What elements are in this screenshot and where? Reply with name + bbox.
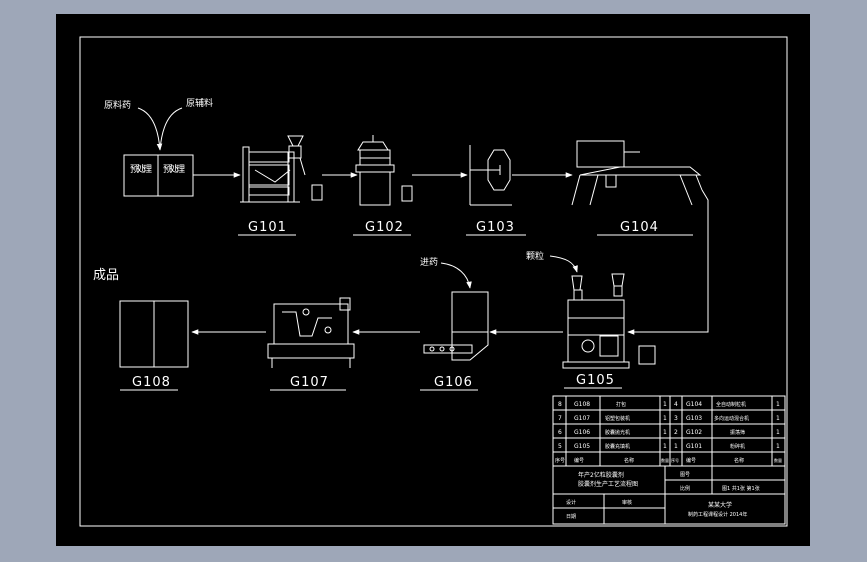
tb-right-name: 粉碎机 xyxy=(730,443,745,450)
tb-right-header-no: 序号 xyxy=(671,457,679,463)
tb-left-qty: 1 xyxy=(663,415,667,422)
g102-cart xyxy=(401,185,413,202)
tb-right-qty: 1 xyxy=(776,429,780,436)
granules-feed-arrow xyxy=(549,255,578,273)
tb-left-code: G106 xyxy=(574,429,590,436)
project-title-line1: 年产2亿粒胶囊剂 xyxy=(578,471,624,479)
tb-left-qty: 1 xyxy=(663,401,667,408)
tb-right-code: G103 xyxy=(686,415,702,422)
tb-right-code: G101 xyxy=(686,443,702,450)
g105-capsule-filler xyxy=(562,273,656,369)
feed-drug-arrow xyxy=(440,262,472,289)
tb-left-name: 铝塑包装机 xyxy=(605,415,630,422)
tb-left-header-name: 名称 xyxy=(624,457,634,464)
tb-left-name: 胶囊抛光机 xyxy=(605,429,630,436)
g107-label: G107 xyxy=(290,375,329,390)
school-line1: 某某大学 xyxy=(708,501,732,509)
g101-cart xyxy=(311,184,323,201)
raw-excipient-label: 原辅料 xyxy=(186,97,213,109)
tb-right-code: G104 xyxy=(686,401,702,408)
tb-right-no: 4 xyxy=(674,401,678,408)
scale-value: 图1 共1张 第1张 xyxy=(722,485,760,492)
g104-granulator xyxy=(571,140,703,206)
tb-right-no: 3 xyxy=(674,415,678,422)
tb-left-name: 胶囊充填机 xyxy=(605,443,630,450)
tb-left-name: 打包 xyxy=(616,401,626,408)
g105-label: G105 xyxy=(576,373,615,388)
flow-arrow-g104-g105 xyxy=(627,189,709,335)
tb-right-name: 全自动制粒机 xyxy=(716,401,746,408)
g101-label: G101 xyxy=(248,220,287,235)
tb-right-qty: 1 xyxy=(776,415,780,422)
tb-left-header-no: 序号 xyxy=(555,457,565,464)
feed-drug-label: 进药 xyxy=(420,257,438,268)
g102-screen xyxy=(355,135,395,206)
g104-label: G104 xyxy=(620,220,659,235)
scale-label: 比例 xyxy=(680,485,690,492)
checker-label: 审核 xyxy=(622,499,632,506)
g103-label: G103 xyxy=(476,220,515,235)
tb-left-no: 8 xyxy=(558,401,562,408)
granules-label: 颗粒 xyxy=(526,250,544,262)
tb-right-header-code: 编号 xyxy=(686,457,696,464)
g106-polisher xyxy=(423,291,489,361)
tb-left-no: 6 xyxy=(558,429,562,436)
inner-border xyxy=(79,36,788,527)
tb-right-qty: 1 xyxy=(776,443,780,450)
tb-left-no: 7 xyxy=(558,415,562,422)
tb-left-no: 5 xyxy=(558,443,562,450)
date-label: 日期 xyxy=(566,514,576,520)
tb-right-no: 2 xyxy=(674,429,678,436)
tb-right-name: 振荡筛 xyxy=(730,429,745,436)
finished-product-label: 成品 xyxy=(93,268,119,283)
designer-label: 设计 xyxy=(566,499,576,506)
tb-left-header-code: 编号 xyxy=(574,457,584,464)
tb-right-no: 1 xyxy=(674,443,678,450)
pretreatment-group xyxy=(123,107,194,197)
tb-left-code: G107 xyxy=(574,415,590,422)
title-block-left-rows: 8 G108 打包 1 7 G107 铝塑包装机 1 6 G106 胶囊抛光机 … xyxy=(555,401,669,464)
tb-right-header-qty: 数量 xyxy=(774,457,782,463)
g101-crusher xyxy=(240,135,306,203)
tb-right-code: G102 xyxy=(686,429,702,436)
title-block xyxy=(552,395,786,525)
g102-label: G102 xyxy=(365,220,404,235)
tb-right-header-name: 名称 xyxy=(734,457,744,464)
drawing-number-label: 图号 xyxy=(680,472,690,478)
title-block-right-rows: 4 G104 全自动制粒机 1 3 G103 多向运动混合机 1 2 G102 … xyxy=(671,401,782,464)
g106-label: G106 xyxy=(434,375,473,390)
tb-left-code: G105 xyxy=(574,443,590,450)
tb-right-qty: 1 xyxy=(776,401,780,408)
raw-drug-label: 原料药 xyxy=(104,99,131,111)
pretreat-right-label: 预处理 xyxy=(163,163,185,175)
g107-blister-packer xyxy=(267,297,355,368)
pretreat-left-label: 预处理 xyxy=(130,163,152,175)
tb-right-name: 多向运动混合机 xyxy=(714,415,749,422)
tb-left-code: G108 xyxy=(574,401,590,408)
g103-mixer xyxy=(469,145,512,206)
tb-left-qty: 1 xyxy=(663,429,667,436)
g108-label: G108 xyxy=(132,375,171,390)
school-line2: 制药工程课程设计 2014年 xyxy=(688,511,747,518)
drawing-sheet xyxy=(56,14,810,546)
project-title-line2: 胶囊剂生产工艺流程图 xyxy=(578,480,638,488)
g108-packing xyxy=(119,300,189,368)
tb-left-header-qty: 数量 xyxy=(661,457,669,463)
tb-left-qty: 1 xyxy=(663,443,667,450)
